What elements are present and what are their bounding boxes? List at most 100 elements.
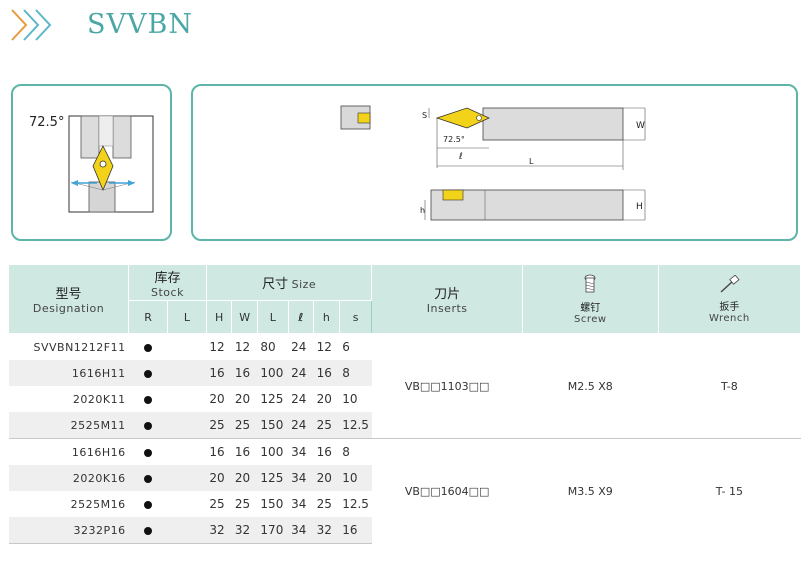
dim-H-label: H bbox=[636, 202, 643, 212]
size-W-cell: 12 bbox=[234, 340, 251, 354]
size-W-cell: 16 bbox=[231, 360, 258, 386]
size-h-cell: 32 bbox=[313, 517, 340, 544]
size-ell-cell: 34 bbox=[288, 438, 314, 465]
wrench-cell: T-8 bbox=[658, 333, 801, 439]
specification-table: 型号 Designation 库存 Stock 尺寸 Size 刀片 Inser… bbox=[9, 264, 802, 544]
table-row: 2020K16 20 20 125 34 20 10 bbox=[9, 465, 801, 491]
size-col-H: H bbox=[205, 300, 233, 334]
size-L-cell: 100 bbox=[257, 360, 289, 386]
stock-l-cell bbox=[167, 438, 207, 465]
designation-cell: SVVBN1212F11 bbox=[33, 340, 126, 354]
size-ell-cell: 24 bbox=[288, 360, 314, 386]
tool-angle-diagram: 72.5° bbox=[11, 84, 172, 241]
screw-icon bbox=[584, 274, 596, 292]
in-stock-dot bbox=[144, 526, 153, 535]
size-H-cell: 25 bbox=[209, 497, 225, 511]
designation-header: 型号 Designation bbox=[9, 264, 130, 334]
wrench-cell: T- 15 bbox=[658, 438, 801, 544]
size-W-cell: 20 bbox=[234, 392, 251, 406]
size-H-cell: 12 bbox=[209, 340, 225, 354]
size-W-cell: 32 bbox=[231, 517, 258, 544]
stock-l-cell bbox=[167, 386, 206, 412]
stock-l-cell bbox=[167, 465, 207, 491]
size-ell-cell: 34 bbox=[288, 465, 314, 491]
size-col-h: h bbox=[313, 300, 340, 334]
stock-r-cell bbox=[128, 517, 168, 544]
size-h-cell: 25 bbox=[316, 497, 332, 511]
angle-label: 72.5° bbox=[29, 115, 65, 130]
size-L-cell: 100 bbox=[257, 438, 289, 465]
dim-l-label: L bbox=[529, 157, 534, 166]
size-col-s: s bbox=[338, 300, 373, 334]
stock-l-cell bbox=[167, 517, 207, 544]
table-row: 2020K11 20 20 125 24 20 10 bbox=[9, 386, 801, 412]
stock-l-cell bbox=[167, 360, 207, 386]
dim-w-label: W bbox=[636, 121, 645, 131]
in-stock-dot bbox=[144, 343, 153, 352]
size-ell-cell: 24 bbox=[288, 412, 314, 439]
stock-r-cell bbox=[128, 412, 168, 439]
size-W-cell: 25 bbox=[234, 497, 251, 511]
dim-ell-label: ℓ bbox=[458, 152, 463, 162]
tool-dimension-diagram: W S ℓ 72.5° L h H bbox=[191, 84, 798, 241]
stock-r-cell bbox=[128, 360, 168, 386]
designation-cell: 2525M16 bbox=[70, 497, 126, 511]
in-stock-dot bbox=[144, 448, 153, 457]
stock-r-cell bbox=[129, 386, 168, 412]
size-H-cell: 16 bbox=[206, 438, 232, 465]
screw-cell: M3.5 X9 bbox=[522, 438, 659, 544]
size-h-cell: 16 bbox=[313, 360, 340, 386]
dimension-drawing: W S ℓ 72.5° L h H bbox=[340, 105, 646, 221]
stock-r-cell bbox=[128, 438, 168, 465]
in-stock-dot bbox=[144, 474, 153, 483]
size-header: 尺寸 Size bbox=[205, 264, 373, 301]
size-L-cell: 125 bbox=[257, 465, 289, 491]
page-title: SVVBN bbox=[87, 9, 193, 40]
in-stock-dot bbox=[144, 421, 153, 430]
screw-header: 螺钉 Screw bbox=[521, 264, 659, 334]
size-H-cell: 20 bbox=[206, 465, 232, 491]
insert-cell: VB□□1604□□ bbox=[371, 438, 523, 544]
stock-r-cell bbox=[129, 334, 168, 361]
wrench-header: 扳手 Wrench bbox=[657, 264, 802, 334]
size-s-cell: 8 bbox=[339, 438, 372, 465]
table-row: SVVBN1212F11 12 12 80 24 12 6 VB□□1103□□… bbox=[9, 333, 801, 439]
table-row: 3232P16 32 32 170 34 32 16 bbox=[9, 517, 801, 544]
size-L-cell: 150 bbox=[257, 412, 289, 439]
designation-cell: 2525M11 bbox=[9, 412, 129, 439]
in-stock-dot bbox=[144, 395, 153, 404]
designation-cell: 1616H16 bbox=[9, 438, 129, 465]
insert-cell: VB□□1103□□ bbox=[371, 333, 523, 439]
stock-l-cell bbox=[167, 334, 206, 361]
size-L-cell: 150 bbox=[260, 497, 284, 511]
insert-detail-drawing bbox=[68, 115, 154, 213]
table-row: 1616H16 16 16 100 34 16 8 VB□□1604□□ M3.… bbox=[9, 438, 801, 544]
size-h-cell: 16 bbox=[313, 438, 340, 465]
size-s-cell: 10 bbox=[342, 392, 358, 406]
designation-cell: 2020K11 bbox=[72, 392, 126, 406]
designation-cell: 1616H11 bbox=[9, 360, 129, 386]
size-H-cell: 20 bbox=[209, 392, 225, 406]
size-col-L: L bbox=[256, 300, 289, 334]
size-col-W: W bbox=[231, 300, 258, 334]
table-row: 2525M16 25 25 150 34 25 12.5 bbox=[9, 491, 801, 517]
size-L-cell: 80 bbox=[260, 340, 276, 354]
size-L-cell: 125 bbox=[260, 392, 284, 406]
table-row: 1616H11 16 16 100 24 16 8 bbox=[9, 360, 801, 386]
stock-l-header: L bbox=[166, 300, 207, 334]
size-s-cell: 8 bbox=[339, 360, 372, 386]
size-h-cell: 20 bbox=[313, 465, 340, 491]
in-stock-dot bbox=[144, 369, 153, 378]
size-s-cell: 6 bbox=[342, 340, 350, 354]
stock-r-cell bbox=[128, 465, 168, 491]
screw-cell: M2.5 X8 bbox=[522, 333, 659, 439]
stock-l-cell bbox=[167, 412, 207, 439]
stock-r-header: R bbox=[128, 300, 168, 334]
size-s-cell: 12.5 bbox=[342, 497, 369, 511]
dim-s-label: S bbox=[422, 111, 427, 120]
designation-cell: 3232P16 bbox=[9, 517, 129, 544]
size-W-cell: 20 bbox=[231, 465, 258, 491]
size-W-cell: 16 bbox=[231, 438, 258, 465]
in-stock-dot bbox=[144, 500, 153, 509]
size-h-cell: 20 bbox=[316, 392, 332, 406]
